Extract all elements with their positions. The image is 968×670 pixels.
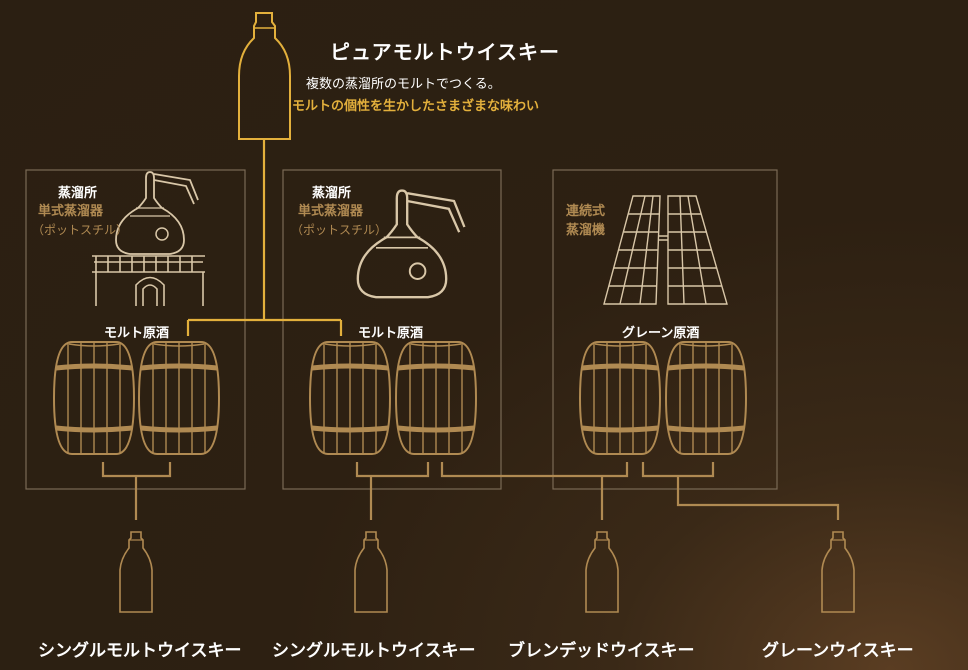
barrel-icon [139,342,219,454]
single-malt-label: シングルモルトウイスキー [272,641,476,661]
grain-spirit-label: グレーン原酒 [622,326,700,341]
barrel-icon [580,342,660,454]
pot-still-icon [356,189,466,299]
pure-malt-connector [186,139,343,336]
pot-still-icon [115,171,199,255]
pure-malt-title: ピュアモルトウイスキー [330,40,560,64]
column-still-label: 連続式 [566,204,606,219]
single-malt-label: シングルモルトウイスキー [38,641,242,661]
column-still-icon [603,195,728,305]
grain-whisky-label: グレーンウイスキー [762,641,914,661]
pot-still-sublabel: （ポットスチル） [32,223,129,237]
column-still-sublabel: 蒸溜機 [566,223,606,238]
malt-spirit-label: モルト原酒 [358,326,424,341]
distillery-label: 蒸溜所 [312,186,352,201]
bottle-icon [119,531,153,613]
barrel-connectors [101,462,840,520]
bottle-icon [238,12,291,140]
pot-still-label: 単式蒸溜器 [298,204,364,219]
barrel-icon [666,342,746,454]
pure-malt-desc-1: 複数の蒸溜所のモルトでつくる。 [306,77,501,92]
pure-malt-desc-2: モルトの個性を生かしたさまざまな味わい [292,99,540,114]
grain-distillery-box [552,169,778,490]
distillery-label: 蒸溜所 [58,186,98,201]
barrel-icon [310,342,390,454]
pot-still-label: 単式蒸溜器 [38,204,104,219]
bottle-icon [354,531,388,613]
still-house-icon [92,255,205,306]
bottle-icon [821,531,855,613]
distillery-box-2 [282,169,502,490]
barrel-icon [396,342,476,454]
blended-label: ブレンデッドウイスキー [508,641,695,661]
malt-spirit-label: モルト原酒 [104,326,170,341]
pot-still-sublabel: （ポットスチル） [291,223,388,237]
bottle-icon [585,531,619,613]
barrel-icon [54,342,134,454]
